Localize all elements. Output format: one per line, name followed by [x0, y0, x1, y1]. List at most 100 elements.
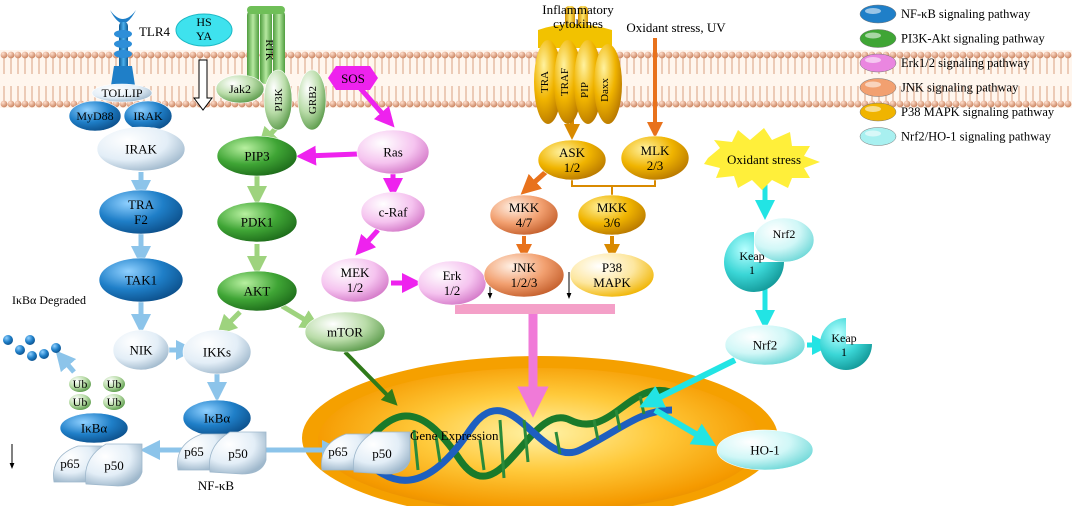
ikba-left-node: IκBα — [59, 412, 129, 444]
nfkb-label: NF-κB — [198, 478, 234, 493]
mlk-label-line2: 2/3 — [647, 158, 664, 173]
mkk36-label-line2: 3/6 — [604, 215, 621, 230]
ubiquitin-label: Ub — [73, 377, 88, 391]
keap1-free-label-line2: 1 — [841, 345, 847, 359]
irak-small-node: IRAK — [123, 100, 173, 132]
ask-label-line1: ASK — [559, 145, 586, 160]
mkk36-label-line1: MKK — [597, 200, 628, 215]
legend-swatch — [859, 4, 897, 24]
jak2-shape — [215, 74, 265, 104]
traf-label: TRAF — [559, 68, 571, 96]
ubiquitin-3: Ub — [69, 394, 91, 410]
tlr4-receptor — [110, 10, 136, 92]
p38-shape — [569, 252, 655, 298]
nfkb-complex-nucleus-p65-label: p65 — [328, 444, 348, 459]
legend-item-5: P38 MAPK signaling pathway — [859, 102, 1055, 122]
tak1-node: TAK1 — [98, 257, 184, 303]
ras-shape — [356, 129, 430, 175]
legend-item-3: Erk1/2 signaling pathway — [859, 53, 1030, 73]
ikks-label: IKKs — [203, 345, 231, 360]
pi3k-node: PI3K — [263, 69, 293, 131]
legend-swatch — [859, 78, 897, 97]
craf-shape — [360, 191, 426, 233]
irak-small-label: IRAK — [133, 109, 163, 123]
traf2-shape — [98, 189, 184, 235]
ras-label: Ras — [383, 145, 403, 160]
degraded-fragment-5 — [51, 343, 61, 353]
jnk-shape — [483, 252, 565, 298]
legend-swatch-shine — [865, 32, 881, 39]
ras-node: Ras — [356, 129, 430, 175]
dna-helix — [346, 386, 673, 484]
gene-expression-label: Gene Expression — [410, 428, 499, 443]
keap1-bound-label-line1: Keap — [739, 249, 764, 263]
legend-item-2: PI3K-Akt signaling pathway — [859, 29, 1045, 48]
jak2-node: Jak2 — [215, 74, 265, 104]
legend-swatch — [859, 29, 897, 48]
p38-label-line2: MAPK — [593, 275, 631, 290]
hsya-molecule — [175, 13, 233, 47]
legend-swatch — [859, 53, 897, 73]
legend-swatch — [859, 127, 897, 146]
ubiquitin-4: Ub — [103, 394, 125, 410]
mkk47-shape — [489, 194, 559, 236]
legend-label: Erk1/2 signaling pathway — [901, 56, 1030, 70]
tollip-node: TOLLIP — [91, 83, 153, 103]
mek-label-line2: 1/2 — [347, 280, 364, 295]
ask-shape — [537, 139, 607, 181]
jnk-label-line1: JNK — [512, 260, 536, 275]
ubiquitin-shape — [103, 394, 125, 410]
erk-node: Erk1/2 — [417, 260, 487, 306]
oxidant-stress-burst: Oxidant stress — [704, 128, 820, 190]
degraded-fragment-2 — [15, 345, 25, 355]
legend-swatch — [859, 102, 897, 122]
erk-shape — [417, 260, 487, 306]
inflammatory-label-line2: cytokines — [553, 16, 603, 31]
degraded-fragment-6 — [25, 335, 35, 345]
ubiquitin-label: Ub — [107, 395, 122, 409]
legend-item-1: NF-κB signaling pathway — [859, 4, 1031, 24]
sos-label: SOS — [341, 71, 365, 86]
mtor-shape — [304, 311, 386, 353]
degraded-fragment-3 — [27, 351, 37, 361]
irak-label: IRAK — [125, 142, 157, 157]
inflammatory-label-line1: Inflammatory — [542, 2, 614, 17]
ubiquitin-shape — [69, 394, 91, 410]
arrow-nucleus-ho1 — [653, 407, 717, 447]
myd88-shape — [68, 100, 122, 132]
erk-label-line2: 1/2 — [444, 283, 461, 298]
jnk-label-line2: 1/2/3 — [511, 275, 538, 290]
arrow-sos-ras — [358, 86, 395, 128]
pip3-node: PIP3 — [216, 135, 298, 177]
tollip-label: TOLLIP — [101, 86, 142, 100]
myd88-node: MyD88 — [68, 100, 122, 132]
akt-node: AKT — [216, 270, 298, 312]
arrow-akt-ikks — [216, 310, 242, 336]
keap1-bound-shape — [724, 232, 784, 292]
keap1-free-label-line1: Keap — [831, 331, 856, 345]
pi3k-label: PI3K — [273, 88, 285, 111]
nfkb-complex-nucleus-p50-label: p50 — [372, 446, 392, 461]
pdk1-node: PDK1 — [216, 201, 298, 243]
nik-shape — [112, 329, 170, 371]
ho1-node: HO-1 — [716, 429, 814, 471]
pip-label: PIP — [579, 82, 591, 98]
oxidant-stress-label: Oxidant stress — [727, 152, 801, 167]
ubiquitin-2: Ub — [103, 376, 125, 392]
degraded-fragment-1 — [3, 335, 13, 345]
arrow-ub-degraded — [55, 350, 77, 374]
craf-node: c-Raf — [360, 191, 426, 233]
sos-node: SOS — [328, 66, 378, 90]
pip3-label: PIP3 — [244, 149, 269, 164]
arrows — [9, 38, 832, 469]
ikba-left-shape — [59, 412, 129, 444]
nfkb-complex-left-p50-shape — [85, 443, 143, 487]
